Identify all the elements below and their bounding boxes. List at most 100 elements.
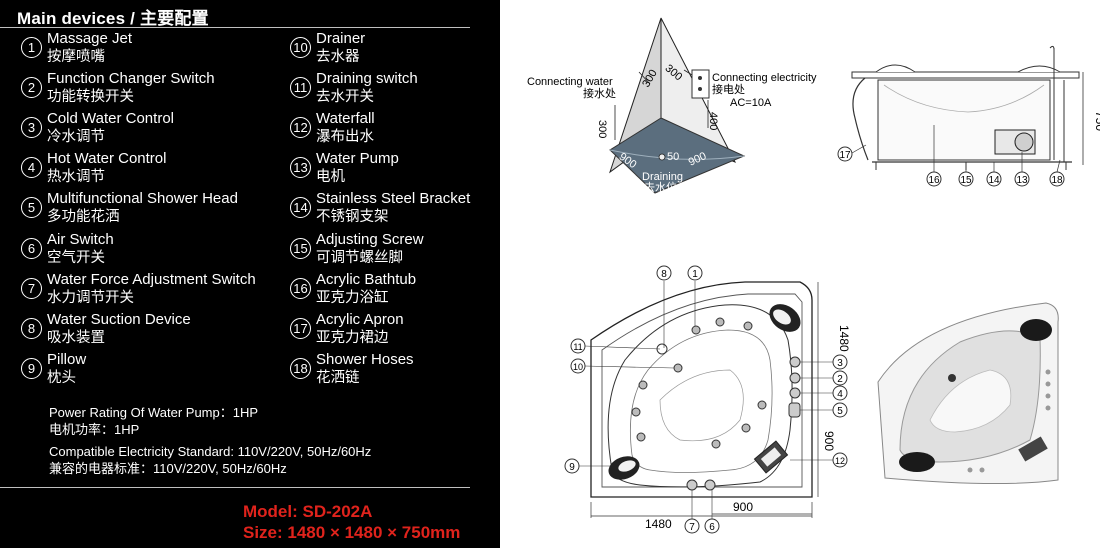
device-name-zh: 冷水调节	[47, 129, 105, 146]
side-callouts: 17 16 15 14 13 18	[837, 125, 1065, 187]
drainer-icon	[673, 363, 683, 373]
control-panel	[686, 356, 801, 491]
device-name-zh: 不锈钢支架	[316, 209, 389, 226]
callout-2	[832, 370, 848, 386]
render-pillow-right	[1020, 319, 1052, 341]
device-name-zh: 多功能花洒	[47, 209, 120, 226]
top-callouts: 8 1 11 10 9 3 2 4 5	[564, 265, 848, 534]
apron-curve	[852, 77, 869, 161]
spec-power-en: Power Rating Of Water Pump：1HP	[49, 405, 259, 420]
socket-hole-icon	[698, 76, 702, 80]
device-number-badge: 2	[21, 77, 42, 99]
callout-13	[1014, 171, 1030, 187]
device-name-en: Draining switch	[316, 70, 418, 88]
callout-10	[570, 358, 586, 374]
tub-footprint	[609, 117, 746, 194]
device-name-en: Function Changer Switch	[47, 70, 215, 88]
device-name-zh: 吸水装置	[47, 329, 105, 346]
device-name-en: Cold Water Control	[47, 110, 174, 128]
device-name-zh: 去水器	[316, 49, 360, 65]
spec-power-zh: 电机功率：1HP	[49, 422, 140, 437]
device-name-en: Water Force Adjustment Switch	[47, 270, 256, 288]
device-name-en: Massage Jet	[47, 30, 133, 47]
function-knob-icon	[789, 372, 801, 384]
device-name-zh: 热水调节	[47, 169, 105, 186]
tub-inner-curve	[883, 84, 1045, 113]
model-label: Model: SD-202A	[243, 502, 373, 521]
hot-knob-icon	[789, 387, 801, 399]
callout-14-num: 14	[988, 175, 1000, 186]
massage-jets	[631, 317, 767, 449]
device-number-badge: 16	[290, 277, 311, 299]
shower-head-icon	[788, 402, 801, 418]
connecting-elec-zh: 接电处	[712, 83, 745, 96]
callout-line	[584, 345, 661, 350]
device-number-badge: 6	[21, 237, 42, 259]
callout-16-num: 16	[928, 175, 940, 186]
dim-1480-height: 1480	[837, 325, 851, 352]
render-waterfall	[1018, 436, 1048, 462]
spec-elec-en: Compatible Electricity Standard: 110V/22…	[49, 444, 372, 459]
device-name-zh: 功能转换开关	[47, 89, 134, 106]
dim-400-vertical: 400	[707, 112, 719, 130]
dim-300-vertical: 300	[596, 120, 608, 138]
device-number-badge: 11	[290, 77, 311, 99]
callout-5	[832, 402, 848, 418]
device-number-badge: 17	[290, 317, 311, 339]
callout-11-num: 11	[573, 342, 582, 352]
jet-icon	[757, 400, 767, 410]
render-knob-icon	[1045, 381, 1051, 387]
pillow-bottom-highlight	[618, 460, 636, 472]
device-name-en: Acrylic Bathtub	[316, 270, 417, 288]
device-number-badge: 7	[21, 277, 42, 299]
device-name-zh: 亚克力浴缸	[316, 289, 389, 306]
device-name-zh: 水力调节开关	[47, 289, 134, 306]
callout-line	[1056, 159, 1061, 173]
installation-diagram: Connecting water 接水处 Connecting electric…	[527, 17, 817, 194]
spec-divider	[0, 487, 470, 488]
callout-6	[704, 518, 720, 534]
connecting-elec-label: Connecting electricity	[712, 72, 817, 84]
dim-line-left	[638, 71, 651, 85]
callout-10-num: 10	[573, 362, 583, 372]
device-number-badge: 12	[290, 117, 311, 139]
callout-8-num: 8	[661, 269, 667, 280]
callout-3-num: 3	[837, 358, 843, 369]
device-name-zh: 空气开关	[47, 249, 105, 266]
device-name-zh: 瀑布出水	[316, 129, 374, 146]
basin-floor	[659, 369, 744, 442]
callout-14	[986, 171, 1002, 187]
device-number-badge: 8	[21, 317, 42, 339]
callout-line	[851, 144, 867, 154]
connecting-water-label: Connecting water	[527, 76, 613, 88]
device-name-zh: 花洒链	[316, 369, 360, 386]
size-label: Size: 1480 × 1480 × 750mm	[243, 523, 461, 542]
device-name-en: Acrylic Apron	[316, 310, 404, 328]
device-number-badge: 13	[290, 157, 311, 179]
socket-hole-icon	[698, 87, 702, 91]
render-knob-icon	[1045, 393, 1051, 399]
device-number-badge: 14	[290, 197, 311, 219]
tub-rim	[851, 71, 1080, 79]
